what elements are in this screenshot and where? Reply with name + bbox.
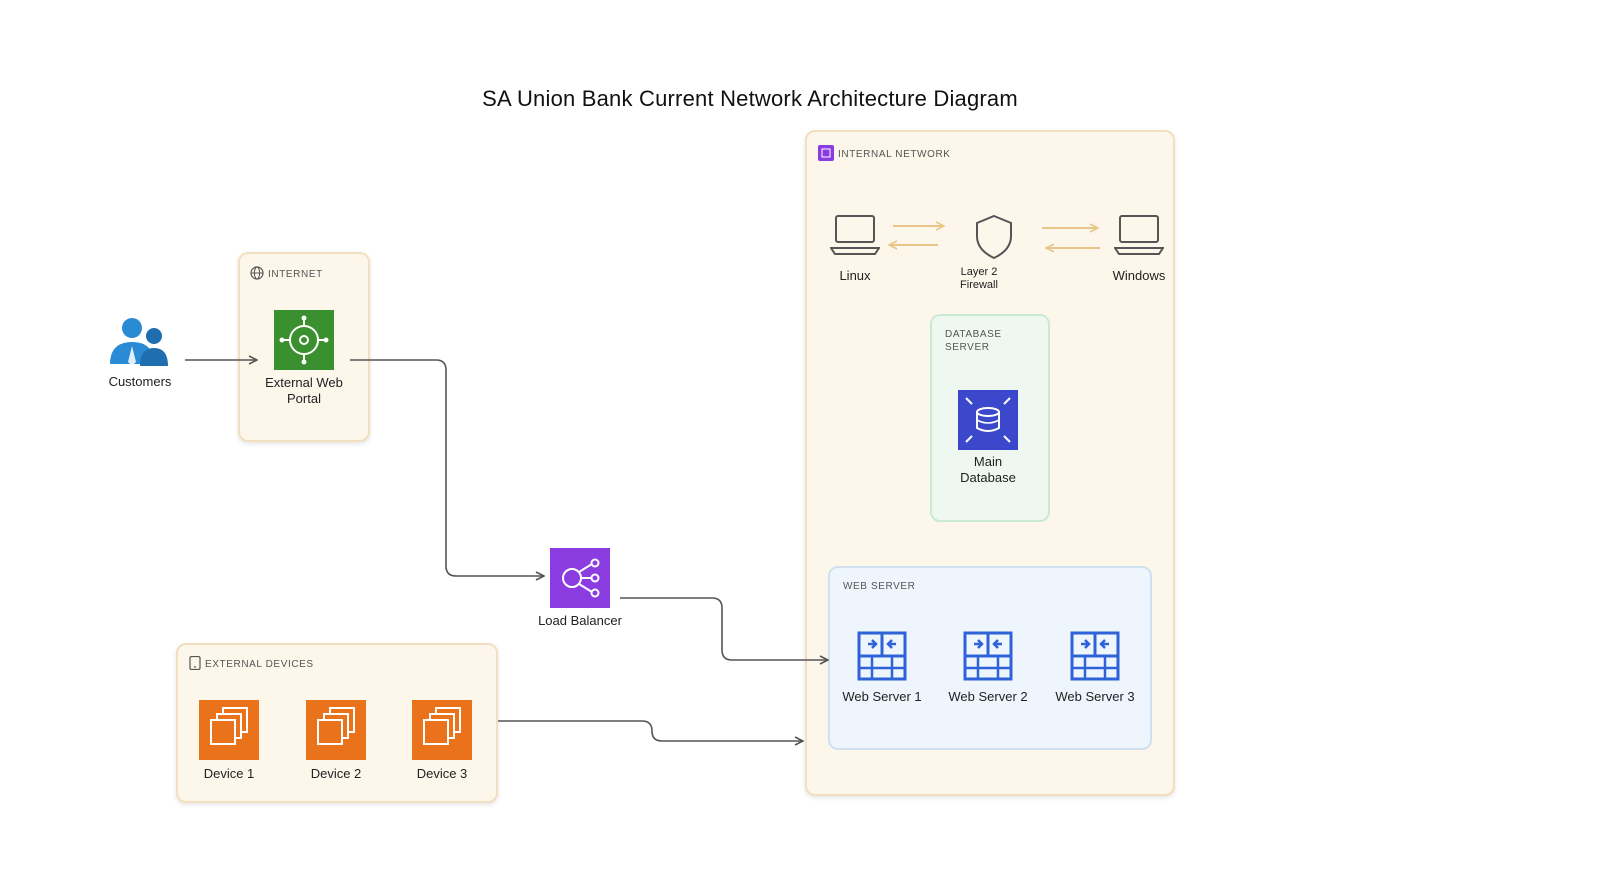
- device-icon: [412, 700, 472, 765]
- internet-group-label: INTERNET: [250, 266, 323, 283]
- load-balancer-label: Load Balancer: [538, 613, 622, 628]
- diagram-title: SA Union Bank Current Network Architectu…: [482, 86, 1018, 111]
- web-portal-icon: [274, 310, 334, 375]
- customers-icon: [108, 316, 172, 373]
- device-label: Device 1: [203, 766, 255, 781]
- globe-icon: [250, 266, 264, 283]
- main-database-label: Main Database: [960, 454, 1016, 485]
- web-server-label: Web Server 1: [842, 689, 922, 704]
- web-server-icon: [962, 630, 1014, 687]
- edge-portal-to-load-balancer: [350, 359, 544, 576]
- windows-label: Windows: [1112, 268, 1166, 283]
- web-server-icon: [856, 630, 908, 687]
- web-server-group-label: WEB SERVER: [843, 581, 916, 592]
- web-server-label: Web Server 2: [948, 689, 1028, 704]
- device-label: Device 2: [310, 766, 362, 781]
- internal-network-group-label: INTERNAL NETWORK: [818, 145, 951, 164]
- web-server-label: Web Server 3: [1055, 689, 1135, 704]
- firewall-label: Layer 2 Firewall: [960, 266, 998, 291]
- laptop-icon: [829, 212, 881, 261]
- device-icon: [306, 700, 366, 765]
- database-icon: [958, 390, 1018, 455]
- linux-label: Linux: [839, 268, 871, 283]
- web-server-group: [828, 566, 1152, 750]
- customers-label: Customers: [108, 374, 172, 389]
- tablet-icon: [189, 655, 201, 673]
- load-balancer-icon: [550, 548, 610, 613]
- laptop-icon: [1113, 212, 1165, 261]
- network-icon: [818, 145, 834, 164]
- web-server-icon: [1069, 630, 1121, 687]
- device-label: Device 3: [416, 766, 468, 781]
- external-devices-group-label: EXTERNAL DEVICES: [189, 655, 314, 673]
- web-portal-label: External Web Portal: [265, 375, 343, 406]
- edge-load-balancer-to-web-servers: [620, 597, 828, 660]
- edge-devices-to-internal-network: [498, 720, 803, 741]
- shield-icon: [974, 214, 1014, 265]
- database-server-group-label: DATABASE SERVER: [945, 329, 1002, 353]
- device-icon: [199, 700, 259, 765]
